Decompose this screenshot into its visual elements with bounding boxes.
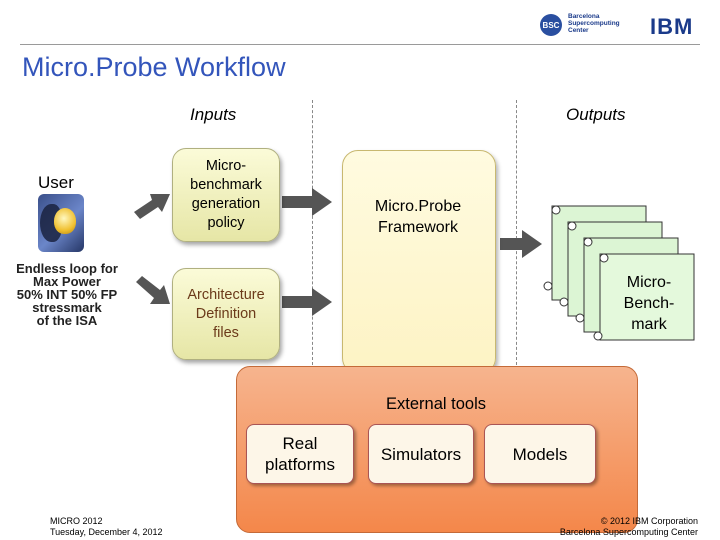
- arrow-framework-to-output: [500, 230, 542, 258]
- external-tools-label: External tools: [386, 395, 486, 413]
- framework-label: Micro.Probe Framework: [374, 198, 462, 236]
- divider-outputs: [516, 100, 517, 365]
- architecture-files-label: Architecture Definition files: [187, 286, 265, 341]
- footer-left: MICRO 2012 Tuesday, December 4, 2012: [50, 516, 163, 538]
- arrow-arch-to-framework: [282, 288, 332, 316]
- header-divider: [20, 44, 700, 45]
- objective-line: of the ISA: [36, 313, 98, 328]
- svg-text:BSC: BSC: [543, 21, 560, 30]
- benchmark-policy-label: Micro- benchmark generation policy: [190, 158, 262, 231]
- framework-box: [342, 150, 496, 374]
- footer-event: MICRO 2012: [50, 516, 103, 526]
- tool-label: Models: [512, 444, 568, 464]
- arrow-to-policy: [134, 194, 170, 219]
- footer-org: Barcelona Supercomputing Center: [559, 527, 698, 537]
- divider-inputs: [312, 100, 313, 365]
- objective-line: Endless loop for: [16, 261, 118, 276]
- benchmark-papers: [543, 205, 695, 341]
- objective-line: Max Power: [33, 274, 101, 289]
- tool-models: Models: [484, 424, 596, 484]
- architecture-files-box: Architecture Definition files: [172, 268, 280, 360]
- objective-text: Endless loop for Max Power 50% INT 50% F…: [2, 262, 132, 327]
- tool-label: Simulators: [380, 444, 462, 464]
- arrow-to-arch: [136, 276, 170, 304]
- ibm-logo: IBM: [650, 14, 694, 39]
- inputs-label: Inputs: [190, 105, 237, 124]
- tool-simulators: Simulators: [368, 424, 474, 484]
- page-title: Micro.Probe Workflow: [22, 52, 286, 82]
- objective-line: 50% INT 50% FP: [16, 287, 118, 302]
- footer-right: © 2012 IBM Corporation Barcelona Superco…: [540, 516, 698, 538]
- footer-copyright: © 2012 IBM Corporation: [600, 516, 698, 526]
- outputs-label: Outputs: [566, 105, 626, 124]
- arrow-policy-to-framework: [282, 188, 332, 216]
- tool-real-platforms: Real platforms: [246, 424, 354, 484]
- footer-date: Tuesday, December 4, 2012: [50, 527, 163, 537]
- user-lightbulb-icon: [38, 194, 84, 252]
- tool-label: Real platforms: [265, 434, 335, 474]
- benchmark-output-label: Micro- Bench- mark: [623, 274, 675, 333]
- user-label: User: [38, 173, 74, 192]
- bsc-logo: BSC Barcelona Supercomputing Center: [538, 12, 638, 38]
- objective-line: stressmark: [32, 300, 102, 315]
- benchmark-policy-box: Micro- benchmark generation policy: [172, 148, 280, 242]
